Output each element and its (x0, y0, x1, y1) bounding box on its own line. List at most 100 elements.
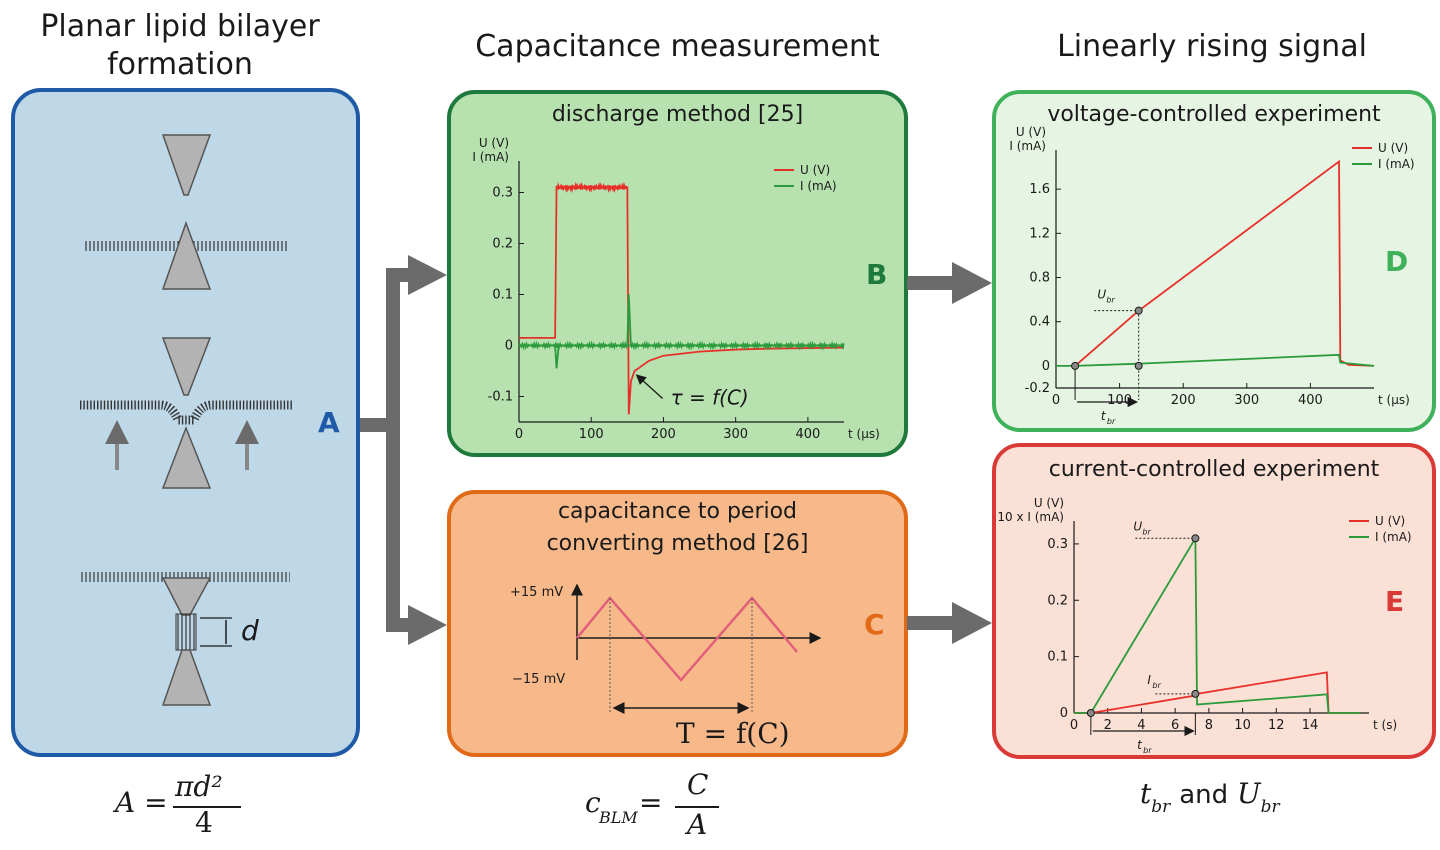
ubr-label: U (1133, 519, 1142, 533)
area-formula-numerator: πd² (175, 770, 223, 803)
y-axis-label: I (mA) (472, 150, 509, 164)
pipette-icon (161, 220, 212, 290)
series-line-0 (519, 186, 845, 415)
panel-a-letter: A (318, 406, 340, 439)
lipid-membrane (80, 400, 292, 425)
y-tick-label: -0.2 (1025, 381, 1050, 396)
y-axis-label: U (V) (479, 136, 509, 150)
minus-15mv-label: −15 mV (512, 672, 566, 687)
cblm-eq: = (639, 786, 663, 819)
y-tick-label: 0.1 (492, 288, 513, 303)
panel-e-title: current-controlled experiment (1048, 457, 1380, 482)
diameter-label: d (241, 614, 259, 647)
y-axis-label: U (V) (1016, 125, 1046, 139)
marker-dot (1191, 689, 1200, 698)
y-tick-label: 0.8 (1029, 271, 1050, 286)
arrow-head-icon (408, 605, 447, 645)
x-tick-label: 300 (1234, 393, 1259, 408)
legend-label: U (V) (1375, 514, 1405, 528)
legend-label: I (mA) (1378, 157, 1415, 171)
series-line-1 (519, 294, 844, 369)
y-tick-label: 0.1 (1047, 650, 1068, 665)
panel-b (447, 90, 908, 457)
u-noise (555, 181, 628, 194)
lipid-membrane (80, 572, 290, 582)
y-axis-label: U (V) (1034, 496, 1064, 510)
tbr-sub: br (1151, 797, 1171, 817)
panel-e-letter: E (1385, 585, 1405, 618)
marker-dot (1071, 361, 1080, 370)
fraction-bar (173, 806, 241, 808)
heading-bilayer-formation: Planar lipid bilayer formation (10, 8, 350, 84)
x-tick-label: 2 (1104, 718, 1112, 733)
heading-bilayer-line1: Planar lipid bilayer (40, 9, 320, 44)
series-line-1 (1074, 535, 1361, 714)
cblm-sub: BLM (599, 808, 638, 827)
x-tick-label: 200 (651, 427, 676, 442)
area-formula: A = πd² 4 (115, 770, 255, 839)
marker-dot (1134, 306, 1143, 315)
y-tick-label: 1.6 (1029, 182, 1050, 197)
cblm-numerator: C (687, 768, 709, 801)
series-line-1 (1056, 353, 1375, 367)
tbr-label: t (1101, 409, 1107, 423)
x-tick-label: 4 (1137, 718, 1145, 733)
x-tick-label: 400 (1298, 393, 1323, 408)
lipid-bilayer-icon (175, 613, 197, 651)
marker-dot (1086, 709, 1095, 717)
y-axis-label: I (mA) (1009, 139, 1046, 153)
y-tick-label: 0.4 (1029, 315, 1050, 330)
panel-b-title: discharge method [25] (551, 102, 804, 127)
y-tick-label: 0.2 (1047, 593, 1068, 608)
panel-c-letter: C (864, 608, 885, 641)
panel-c-title-line2: converting method [26] (546, 531, 809, 556)
ubr-label: U (1097, 288, 1106, 302)
triangle-wave (576, 596, 798, 682)
x-axis-label: t (µs) (848, 427, 880, 441)
x-tick-label: 12 (1268, 718, 1285, 733)
legend-label: U (V) (800, 163, 830, 177)
cblm-lhs: c (585, 786, 601, 819)
ubr-sub: br (1106, 296, 1115, 305)
heading-bilayer-line2: formation (107, 47, 253, 82)
area-formula-denominator: 4 (195, 806, 213, 839)
x-tick-label: 10 (1234, 718, 1251, 733)
arrow-head-icon (408, 255, 447, 295)
panel-c-title: capacitance to period converting method … (449, 496, 906, 560)
period-label: T = f(C) (676, 717, 790, 750)
legend-label: I (mA) (1375, 530, 1412, 544)
ibr-label: I (1147, 673, 1151, 687)
y-tick-label: 0 (1042, 359, 1050, 374)
series-line-0 (1074, 671, 1361, 714)
arrow-head-icon (952, 262, 992, 304)
y-tick-label: 1.2 (1029, 226, 1050, 241)
y-axis-label: 10 x I (mA) (997, 510, 1064, 524)
x-tick-label: 14 (1302, 718, 1319, 733)
ubr-sub: br (1142, 527, 1151, 536)
heading-linearly-rising-signal: Linearly rising signal (1057, 29, 1367, 64)
x-axis-label: t (µs) (1378, 393, 1410, 407)
plus-15mv-label: +15 mV (510, 585, 564, 600)
y-tick-label: 0 (1060, 706, 1068, 721)
connector-arrow (360, 268, 412, 632)
and-word: and (1179, 780, 1229, 810)
tbr-sub: br (1107, 417, 1116, 426)
y-tick-label: 0.3 (492, 186, 513, 201)
pipette-icon (161, 425, 212, 489)
ubr-u: U (1237, 777, 1261, 810)
x-tick-label: 300 (723, 427, 748, 442)
x-tick-label: 0 (515, 427, 523, 442)
ubr-sub: br (1260, 797, 1280, 817)
x-tick-label: 6 (1171, 718, 1179, 733)
cblm-denominator: A (687, 808, 708, 841)
x-tick-label: 400 (795, 427, 820, 442)
marker-dot (1134, 361, 1143, 370)
x-tick-label: 100 (579, 427, 604, 442)
tbr-sub: br (1143, 746, 1152, 755)
legend-label: I (mA) (800, 179, 837, 193)
panel-c-title-line1: capacitance to period (557, 499, 798, 524)
tbr-t: t (1140, 777, 1152, 810)
